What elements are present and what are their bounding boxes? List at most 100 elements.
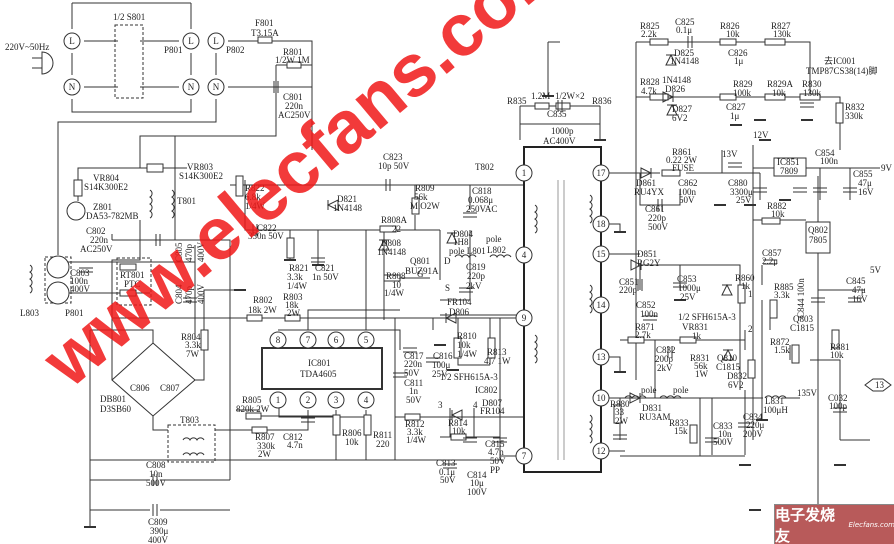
resistor-symbol [251, 426, 268, 434]
label-r881: 10k [830, 350, 844, 360]
label-ic801: IC801 [308, 358, 331, 368]
label-l831: 100μH [763, 405, 788, 415]
label-c805: 400V [196, 242, 206, 263]
capacitor-symbol [811, 297, 825, 303]
label-r831: 1W [695, 369, 709, 379]
label-r871: R871 [635, 322, 655, 332]
t802-pin: 18 [597, 219, 607, 229]
label-c853: C853 [677, 274, 697, 284]
label-d821: 1N4148 [333, 203, 362, 213]
label-c802: C802 [86, 226, 106, 236]
label-c803: C803 [70, 268, 90, 278]
label-c822: C822 [257, 223, 277, 233]
label-r872: R872 [770, 337, 790, 347]
label-c804: C804 [174, 284, 184, 304]
t802-pin: 4 [522, 250, 527, 260]
label-r872: 1.5k [774, 345, 790, 355]
label-r832: 330k [845, 111, 864, 121]
ic851-body [773, 157, 807, 177]
label-c853: 1000μ [678, 283, 701, 293]
label-f801: F801 [255, 18, 274, 28]
diode-symbol [326, 199, 339, 211]
label-conn13: 13 [875, 380, 885, 390]
resistor-symbol [119, 289, 137, 297]
label-r803: 18k [285, 300, 299, 310]
diode-symbol [721, 283, 733, 296]
label-r802: 18k 2W [248, 305, 277, 315]
label-sfh615: 2 [748, 324, 753, 334]
label-r808: 10 [392, 280, 402, 290]
label-r861: R861 [672, 147, 692, 157]
label-r833: 15k [674, 426, 688, 436]
label-c821: C821 [315, 263, 335, 273]
resistor-symbol [719, 38, 737, 46]
label-c852: C852 [636, 300, 656, 310]
label-c834: C834 [743, 412, 763, 422]
label-r871: 2.7k [635, 330, 651, 340]
connector-l-pin-circle [63, 32, 81, 50]
bridge-rectifier-db801 [111, 342, 196, 417]
capacitor-symbol [848, 297, 862, 303]
label-r831: R831 [690, 353, 710, 363]
label-r809: R809 [415, 183, 435, 193]
diode-symbol [630, 259, 643, 271]
t802-pin: 17 [597, 168, 607, 178]
diode-symbol [665, 53, 677, 66]
diode-symbol [378, 238, 390, 251]
capacitor-symbol [673, 282, 687, 288]
label-d808: 1N4148 [377, 247, 406, 257]
label-v12: 12V [753, 130, 769, 140]
label-r831: 56k [694, 361, 708, 371]
label-d861: RU4YX [634, 187, 665, 197]
label-c803: 400V [70, 284, 91, 294]
label-r803: R803 [283, 292, 303, 302]
label-v13: 13V [722, 149, 738, 159]
resistor-symbol [689, 424, 698, 444]
capacitor-symbol [763, 259, 777, 265]
label-c854: C854 [815, 148, 835, 158]
label-c862: C862 [678, 178, 698, 188]
label-c833: C833 [713, 421, 733, 431]
ic801-pin: 5 [364, 335, 369, 345]
label-p801a: P801 [164, 45, 183, 55]
label-r830: R830 [802, 79, 822, 89]
connector-p801-pin [46, 255, 70, 279]
label-r801: 1/2W 1M [275, 55, 310, 65]
ic801-pin-circle [269, 391, 287, 409]
label-r805: R805 [242, 395, 262, 405]
label-d832: 6V2 [728, 380, 744, 390]
inductor-coil-symbol [588, 194, 593, 224]
label-r880: R880 [610, 399, 630, 409]
connector-n-pin: N [69, 82, 76, 92]
ic801-pin-circle [269, 331, 287, 349]
label-c823: C823 [383, 152, 403, 162]
inductor-coil-symbol [588, 284, 593, 314]
label-c809: 390μ [150, 526, 169, 536]
label-c832: C832 [656, 345, 676, 355]
label-z801: DA53-782MB [86, 211, 139, 221]
inductor-coil-symbol [170, 189, 175, 219]
t802-pin: 7 [522, 451, 527, 461]
connector-n-pin-circle [207, 78, 225, 96]
label-r880: 33 [615, 407, 625, 417]
rt801-box [116, 257, 152, 306]
ic801-pin-circle [357, 391, 375, 409]
label-q801_pins: G [417, 269, 424, 279]
label-r833: R833 [669, 418, 689, 428]
label-c855: 47μ [858, 178, 872, 188]
label-ic801: TDA4605 [300, 369, 337, 379]
label-r827: R827 [771, 21, 791, 31]
resistor-symbol [747, 359, 756, 379]
label-c880: 25V [736, 195, 752, 205]
label-c804: 400V [196, 284, 206, 305]
label-r814: R814 [448, 418, 468, 428]
label-r830: 130k [803, 88, 822, 98]
capacitor-symbol [793, 187, 807, 193]
label-c811: 50V [406, 395, 422, 405]
label-c845: C845 [846, 276, 866, 286]
label-r812: R812 [405, 419, 425, 429]
label-c817: 220n [404, 359, 423, 369]
label-l803: L803 [20, 308, 39, 318]
label-c805: 470p [184, 244, 194, 263]
label-c822: 330n 50V [248, 231, 284, 241]
